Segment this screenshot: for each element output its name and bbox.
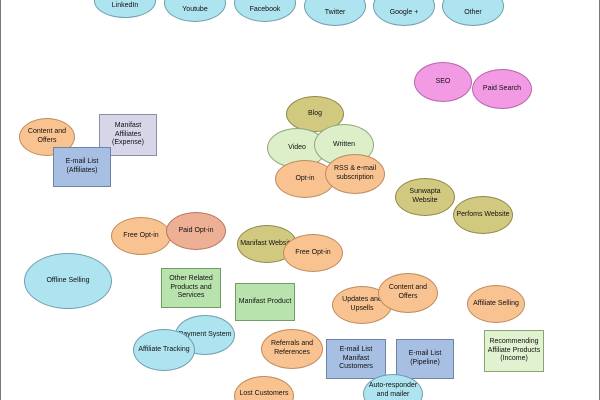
node-email-list-pipeline: E-mail List (Pipeline) <box>396 339 454 379</box>
node-label: Youtube <box>182 5 208 13</box>
node-label: Affiliate Tracking <box>138 345 190 353</box>
node-free-opt-in-1: Free Opt-in <box>111 217 171 255</box>
node-label: Perfoms Website <box>456 210 510 218</box>
node-linkedin: LinkedIn <box>94 0 156 18</box>
node-label: SEO <box>435 77 451 85</box>
node-email-list-manifast-customers: E-mail List Manifast Customers <box>326 339 386 379</box>
node-lost-customers: Lost Customers <box>234 376 294 400</box>
node-label: Other <box>464 8 482 16</box>
node-label: LinkedIn <box>111 1 139 9</box>
node-label: Payment System <box>178 330 232 338</box>
node-twitter: Twitter <box>304 0 366 26</box>
node-label: Content and Offers <box>27 128 67 144</box>
node-label: RSS & e-mail subscription <box>333 165 376 181</box>
node-performs-website: Perfoms Website <box>453 196 513 234</box>
node-label: Updates and Upsells <box>342 296 382 312</box>
node-label: Paid Search <box>482 84 522 92</box>
node-label: Sunwapta Website <box>409 188 441 204</box>
node-label: Referrals and References <box>270 340 314 356</box>
node-label: Other Related Products and Services <box>169 274 213 300</box>
node-label: Written <box>332 140 356 148</box>
node-rss-subscription: RSS & e-mail subscription <box>325 154 385 194</box>
node-free-opt-in-2: Free Opt-in <box>283 234 343 272</box>
node-label: Offline Selling <box>46 276 90 284</box>
node-email-list-affiliates: E-mail List (Affiliates) <box>53 147 111 187</box>
node-label: Affiliate Selling <box>473 299 519 307</box>
node-label: E-mail List Manifast Customers <box>339 345 373 371</box>
node-label: Auto-responder and mailer <box>368 382 418 398</box>
node-label: Opt-in <box>295 174 315 182</box>
node-label: Free Opt-in <box>295 248 331 256</box>
node-seo: SEO <box>414 62 472 102</box>
node-label: Free Opt-in <box>123 231 159 239</box>
node-label: Facebook <box>249 5 281 13</box>
node-content-offers-1: Content and Offers <box>19 118 75 156</box>
node-content-offers-2: Content and Offers <box>378 273 438 313</box>
node-label: Blog <box>307 109 322 117</box>
node-youtube: Youtube <box>164 0 226 22</box>
node-affiliate-tracking: Affiliate Tracking <box>133 329 195 371</box>
node-label: Google + <box>389 8 419 16</box>
node-affiliate-selling: Affiliate Selling <box>467 285 525 323</box>
node-label: E-mail List (Pipeline) <box>408 350 442 366</box>
node-label: Manifast Website <box>240 239 294 247</box>
node-paid-opt-in: Paid Opt-in <box>166 212 226 250</box>
node-label: Manifast Product <box>238 297 292 305</box>
node-facebook: Facebook <box>234 0 296 22</box>
node-offline-selling: Offline Selling <box>24 253 112 309</box>
node-paid-search: Paid Search <box>472 69 532 109</box>
node-recommending-affiliate-products: Recommending Affiliate Products (Income) <box>484 330 544 372</box>
node-label: Paid Opt-in <box>178 226 214 234</box>
node-label: Manifast Affiliates (Expense) <box>112 121 144 147</box>
node-other-related-products: Other Related Products and Services <box>161 268 221 308</box>
node-manifast-product: Manifast Product <box>235 283 295 321</box>
node-label: Lost Customers <box>239 389 289 397</box>
node-label: E-mail List (Affiliates) <box>65 158 99 174</box>
node-other: Other <box>442 0 504 26</box>
node-label: Twitter <box>324 8 346 16</box>
node-label: Video <box>288 143 306 151</box>
node-label: Recommending Affiliate Products (Income) <box>487 337 541 363</box>
node-referrals-references: Referrals and References <box>261 329 323 369</box>
node-label: Content and Offers <box>388 284 428 300</box>
node-google-plus: Google + <box>373 0 435 26</box>
node-sunwapta-website: Sunwapta Website <box>395 178 455 216</box>
